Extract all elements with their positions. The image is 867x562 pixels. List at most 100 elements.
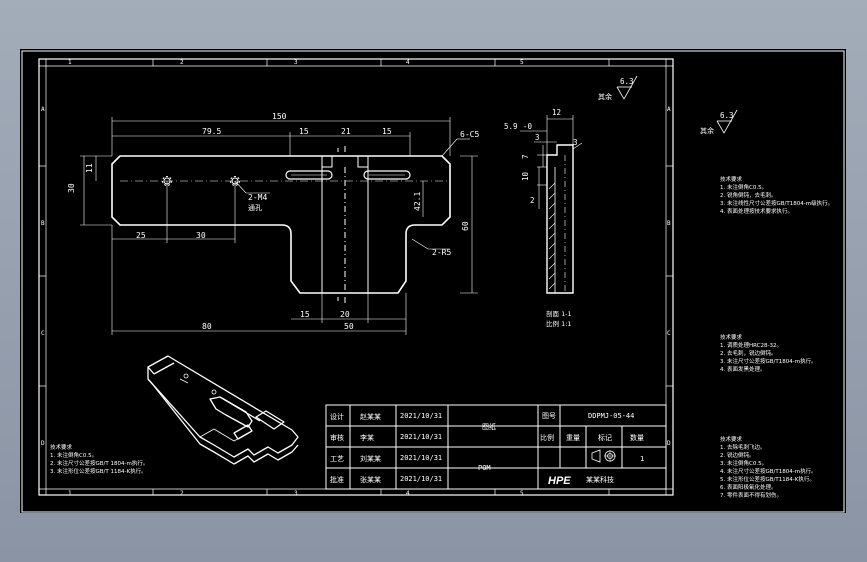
drawing-number: DDPMJ-05-44 [588, 412, 634, 420]
dim-text: 15 [382, 127, 392, 136]
signer-name: 张某某 [360, 475, 381, 484]
roughness-label: 其余 [598, 92, 612, 101]
role-label: 工艺 [330, 455, 344, 463]
dimension-lines [80, 117, 478, 335]
col-label: 重量 [566, 434, 580, 442]
role-label: 设计 [330, 412, 344, 421]
note-line: 2. 未注尺寸公差按GB/T 1804-m执行。 [50, 459, 148, 467]
slots [285, 170, 411, 180]
material: POM [478, 464, 491, 472]
note-line: 7. 零件表面不得有划伤。 [720, 491, 782, 499]
dim-text: 12 [552, 108, 561, 117]
zone-number: 4 [406, 59, 410, 66]
zone-labels: 1 2 3 4 5 1 2 3 4 5 A B C D A B C D [41, 59, 671, 497]
sign-date: 2021/10/31 [400, 454, 442, 462]
role-label: 审核 [330, 433, 344, 442]
note-line: 1. 去除毛刺飞边。 [720, 443, 766, 451]
side-outline [546, 144, 574, 294]
company-logo: HPE [548, 475, 571, 487]
signer-name: 李某 [360, 433, 374, 442]
cad-viewport[interactable]: 1 2 3 4 5 1 2 3 4 5 A B C D A B C D [20, 49, 846, 513]
projection-symbol [591, 449, 616, 463]
note-line: 1. 未注倒角C0.5。 [720, 183, 767, 191]
note-line: 技术要求 [720, 435, 743, 443]
zone-number: 3 [294, 490, 298, 497]
dim-text: 6-C5 [460, 130, 479, 139]
dim-text: 50 [344, 322, 354, 331]
tapped-holes [120, 176, 450, 186]
zone-number: 5 [520, 490, 524, 497]
roughness-label: 其余 [700, 126, 714, 135]
drawing-title: 图纸 [482, 422, 496, 431]
zone-number: 1 [68, 59, 72, 66]
dim-text: 15 [300, 310, 310, 319]
dim-text: 11 [85, 163, 94, 173]
signer-name: 赵某某 [360, 412, 381, 421]
side-view-dims: 12 5.9 -0 3 3 2 10 7 剖面 1-1 比例 1:1 [504, 108, 578, 328]
front-view[interactable]: 150 79.5 15 21 15 6-C5 30 11 2-M4 通孔 42.… [67, 112, 479, 335]
dim-text: 15 [299, 127, 309, 136]
title-block-grid [325, 404, 667, 490]
scale-label: 比例 1:1 [546, 319, 572, 328]
dim-text: 5.9 [504, 122, 518, 131]
quantity: 1 [640, 455, 644, 463]
center-relief [321, 146, 369, 303]
title-block[interactable]: 设计 赵某某 2021/10/31 审核 李某 2021/10/31 工艺 刘某… [325, 404, 667, 490]
zone-letter: B [667, 220, 671, 227]
notes-block-1: 技术要求 1. 未注倒角C0.5。 2. 锐角倒钝，去毛刺。 3. 未注线性尺寸… [720, 175, 833, 215]
dim-text: 21 [341, 127, 351, 136]
section-label: 剖面 1-1 [546, 309, 572, 318]
note-line: 2. 锐角倒钝，去毛刺。 [720, 191, 777, 199]
side-view[interactable]: 12 5.9 -0 3 3 2 10 7 剖面 1-1 比例 1:1 [504, 108, 583, 328]
dim-text: 42.1 [413, 192, 422, 211]
dim-text: 30 [67, 183, 76, 193]
dim-text: 2-M4 [248, 193, 267, 202]
front-view-dims: 150 79.5 15 21 15 6-C5 30 11 2-M4 通孔 42.… [67, 112, 479, 331]
isometric-view [147, 355, 299, 465]
drawing-no-label: 图号 [542, 412, 556, 420]
drawing-canvas[interactable]: 1 2 3 4 5 1 2 3 4 5 A B C D A B C D [20, 49, 846, 513]
note-line: 技术要求 [720, 175, 743, 183]
part-outline [111, 155, 451, 294]
note-line: 2. 去毛刺，锐边倒钝。 [720, 349, 777, 357]
note-line: 技术要求 [720, 333, 743, 341]
dim-text: 10 [521, 171, 530, 181]
roughness-text: 6.3 其余 6.3 其余 [598, 77, 734, 135]
dim-text: 20 [340, 310, 350, 319]
note-line: 6. 表面阳极氧化处理。 [720, 483, 777, 491]
zone-letter: D [667, 440, 671, 447]
note-line: 1. 调质处理HRC28-32。 [720, 341, 782, 349]
zone-letter: C [41, 330, 45, 337]
zone-letter: A [41, 106, 45, 113]
dim-text: 2-R5 [432, 248, 451, 257]
dim-text: -0 [523, 122, 533, 131]
note-line: 5. 未注形位公差按GB/T1184-K执行。 [720, 475, 815, 483]
zone-number: 3 [294, 59, 298, 66]
note-line: 3. 未注尺寸公差按GB/T1804-m执行。 [720, 357, 817, 365]
signer-name: 刘某某 [360, 454, 381, 463]
dim-text: 30 [196, 231, 206, 240]
zone-letter: B [41, 220, 45, 227]
zone-number: 4 [406, 490, 410, 497]
dim-text: 通孔 [248, 203, 262, 212]
dim-text: 150 [272, 112, 287, 121]
notes-bottom-left: 技术要求 1. 未注倒角C0.5。 2. 未注尺寸公差按GB/T 1804-m执… [50, 443, 148, 475]
dim-text: 80 [202, 322, 212, 331]
note-line: 3. 未注形位公差按GB/T 1184-K执行。 [50, 467, 147, 475]
note-line: 4. 表面发黑处理。 [720, 365, 766, 373]
roughness-symbol [616, 75, 738, 134]
note-line: 4. 未注尺寸公差按GB/T1804-m执行。 [720, 467, 817, 475]
zone-number: 2 [180, 490, 184, 497]
logo-text: HPE [548, 475, 571, 487]
side-dimension-lines [520, 115, 583, 209]
note-line: 1. 未注倒角C0.5。 [50, 451, 97, 459]
notes-block-3: 技术要求 1. 去除毛刺飞边。 2. 锐边倒钝。 3. 未注倒角C0.5。 4.… [720, 435, 817, 499]
zone-number: 1 [68, 490, 72, 497]
dim-text: 25 [136, 231, 146, 240]
company-name: 某某科技 [586, 475, 614, 484]
notes-block-2: 技术要求 1. 调质处理HRC28-32。 2. 去毛刺，锐边倒钝。 3. 未注… [720, 333, 817, 373]
sign-date: 2021/10/31 [400, 412, 442, 420]
note-line: 3. 未注倒角C0.5。 [720, 459, 767, 467]
note-line: 3. 未注线性尺寸公差按GB/T1804-m级执行。 [720, 199, 833, 207]
zone-number: 2 [180, 59, 184, 66]
